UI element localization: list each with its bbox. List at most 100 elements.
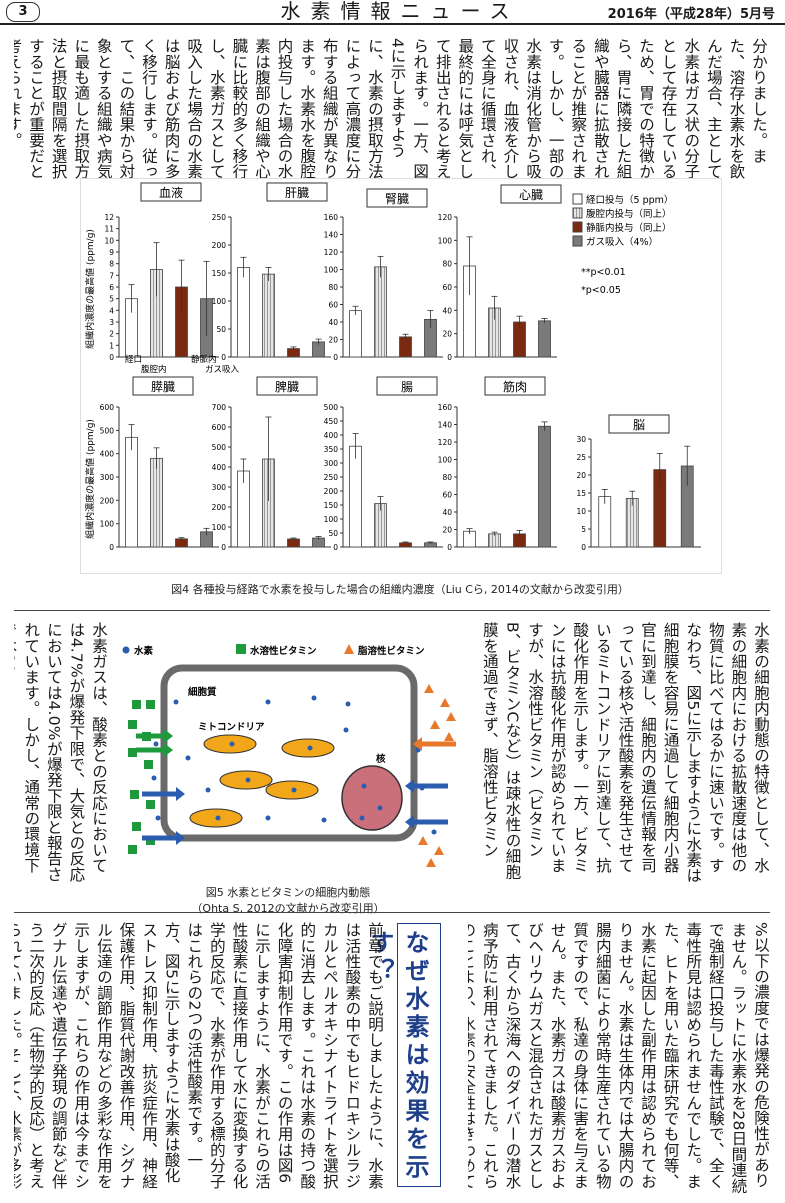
y-tick-label: 60 (442, 491, 452, 500)
y-tick-label: 160 (438, 403, 453, 412)
article-text-bottom-left: 前章でもご説明しましたように、水素は活性酸素の中でもヒドロキシルラジカルとペルオ… (14, 922, 384, 1189)
significance-note: *p<0.05 (581, 285, 621, 296)
y-tick-label: 50 (216, 325, 226, 334)
legend-swatch (572, 221, 583, 233)
y-tick-label: 500 (100, 426, 115, 435)
fat-vitamin-triangle (424, 684, 434, 693)
hydrogen-dot (307, 745, 313, 751)
figure-4-caption: 図4 各種投与経路で水素を投与した場合の組織内濃度（Liu Cら, 2014の文… (171, 583, 629, 596)
y-tick-label: 250 (212, 213, 227, 222)
chart-title-box (608, 414, 670, 434)
y-tick-label: 30 (576, 435, 586, 444)
y-tick-label: 8 (109, 260, 114, 269)
bar-静脈内 (287, 538, 300, 548)
bar-腹腔内 (262, 273, 275, 358)
y-tick-label: 7 (109, 271, 114, 280)
legend-water-vitamin: 水溶性ビタミン (250, 645, 317, 657)
y-tick-label: 4 (109, 306, 114, 315)
water-vitamin-square (128, 748, 137, 757)
y-tick-label: 100 (324, 515, 339, 524)
x-category-label: ガス吸入 (205, 364, 240, 375)
y-tick-label: 200 (324, 487, 339, 496)
y-tick-label: 0 (447, 353, 452, 362)
bar-腹腔内 (625, 497, 639, 548)
hydrogen-arrow-left-head (176, 787, 185, 801)
y-tick-label: 0 (581, 543, 586, 552)
y-tick-label: 120 (438, 213, 453, 222)
y-tick-label: 10 (104, 236, 114, 245)
y-tick-label: 300 (212, 483, 227, 492)
hydrogen-dot (185, 755, 191, 761)
chart-title: 腎臓 (385, 192, 409, 206)
y-tick-label: 50 (328, 529, 338, 538)
y-tick-label: 500 (212, 443, 227, 452)
y-tick-label: 20 (442, 526, 452, 535)
hydrogen-dot (265, 699, 271, 705)
legend-swatch (572, 193, 583, 205)
y-tick-label: 25 (576, 453, 586, 462)
mitochondria-label: ミトコンドリア (198, 722, 265, 733)
legend-label: 腹腔内投与（同上） (586, 208, 672, 220)
article-text-middle-left: 水素ガスは、酸素との反応においては4.7%が爆発下限で、大気との反応においては4… (14, 622, 108, 882)
hydrogen-arrow-right-head (405, 779, 414, 793)
hydrogen-dot (321, 817, 327, 823)
bar-経口 (349, 310, 362, 358)
y-tick-label: 500 (324, 403, 339, 412)
chart-title-box (376, 376, 438, 396)
legend-label: ガス吸入（4%） (586, 236, 658, 248)
section-heading: なぜ水素は効果を示す？ (366, 930, 430, 1182)
y-tick-label: 15 (576, 489, 586, 498)
chart-title-box (484, 376, 546, 396)
chart-title: 肝臓 (285, 186, 309, 200)
fat-vitamin-triangle-icon (344, 644, 354, 654)
hydrogen-dot (343, 727, 349, 733)
y-tick-label: 100 (438, 236, 453, 245)
y-tick-label: 400 (100, 450, 115, 459)
bar-腹腔内 (488, 533, 501, 548)
y-tick-label: 300 (100, 473, 115, 482)
chart-title: 脳 (633, 418, 645, 432)
y-tick-label: 350 (324, 445, 339, 454)
hydrogen-dot (265, 815, 271, 821)
water-vitamin-square (128, 720, 137, 729)
nucleus (341, 765, 403, 831)
y-tick-label: 3 (109, 318, 114, 327)
nucleus-label: 核 (376, 753, 386, 765)
water-vitamin-square (146, 700, 155, 709)
hydrogen-dot (361, 783, 367, 789)
header-rule (0, 23, 785, 25)
y-tick-label: 100 (100, 520, 115, 529)
y-tick-label: 0 (447, 543, 452, 552)
chart-title: 心臓 (519, 188, 543, 202)
y-tick-label: 700 (212, 403, 227, 412)
issue-date: 2016年（平成28年）5月号 (607, 7, 775, 22)
page-header: 3 水素情報ニュース 2016年（平成28年）5月号 (0, 0, 785, 22)
y-tick-label: 120 (438, 438, 453, 447)
y-tick-label: 200 (212, 241, 227, 250)
y-tick-label: 9 (109, 248, 114, 257)
y-tick-label: 140 (438, 421, 453, 430)
section-heading-box: なぜ水素は効果を示す？ (366, 923, 441, 1187)
hydrogen-arrow-left-2-head (176, 831, 185, 845)
y-tick-label: 40 (442, 306, 452, 315)
chart-title: 血液 (159, 185, 183, 200)
water-vitamin-square (132, 822, 141, 831)
y-tick-label: 160 (324, 213, 339, 222)
fat-vitamin-triangle (440, 698, 450, 707)
hydrogen-dot (173, 699, 179, 705)
chart-title: 脾臓 (275, 379, 299, 394)
y-tick-label: 0 (221, 353, 226, 362)
y-tick-label: 1 (109, 341, 114, 350)
hydrogen-dot (245, 777, 251, 783)
y-tick-label: 100 (212, 523, 227, 532)
water-vitamin-arrow-head (164, 729, 173, 743)
y-tick-label: 0 (221, 543, 226, 552)
bar-経口 (237, 267, 250, 358)
